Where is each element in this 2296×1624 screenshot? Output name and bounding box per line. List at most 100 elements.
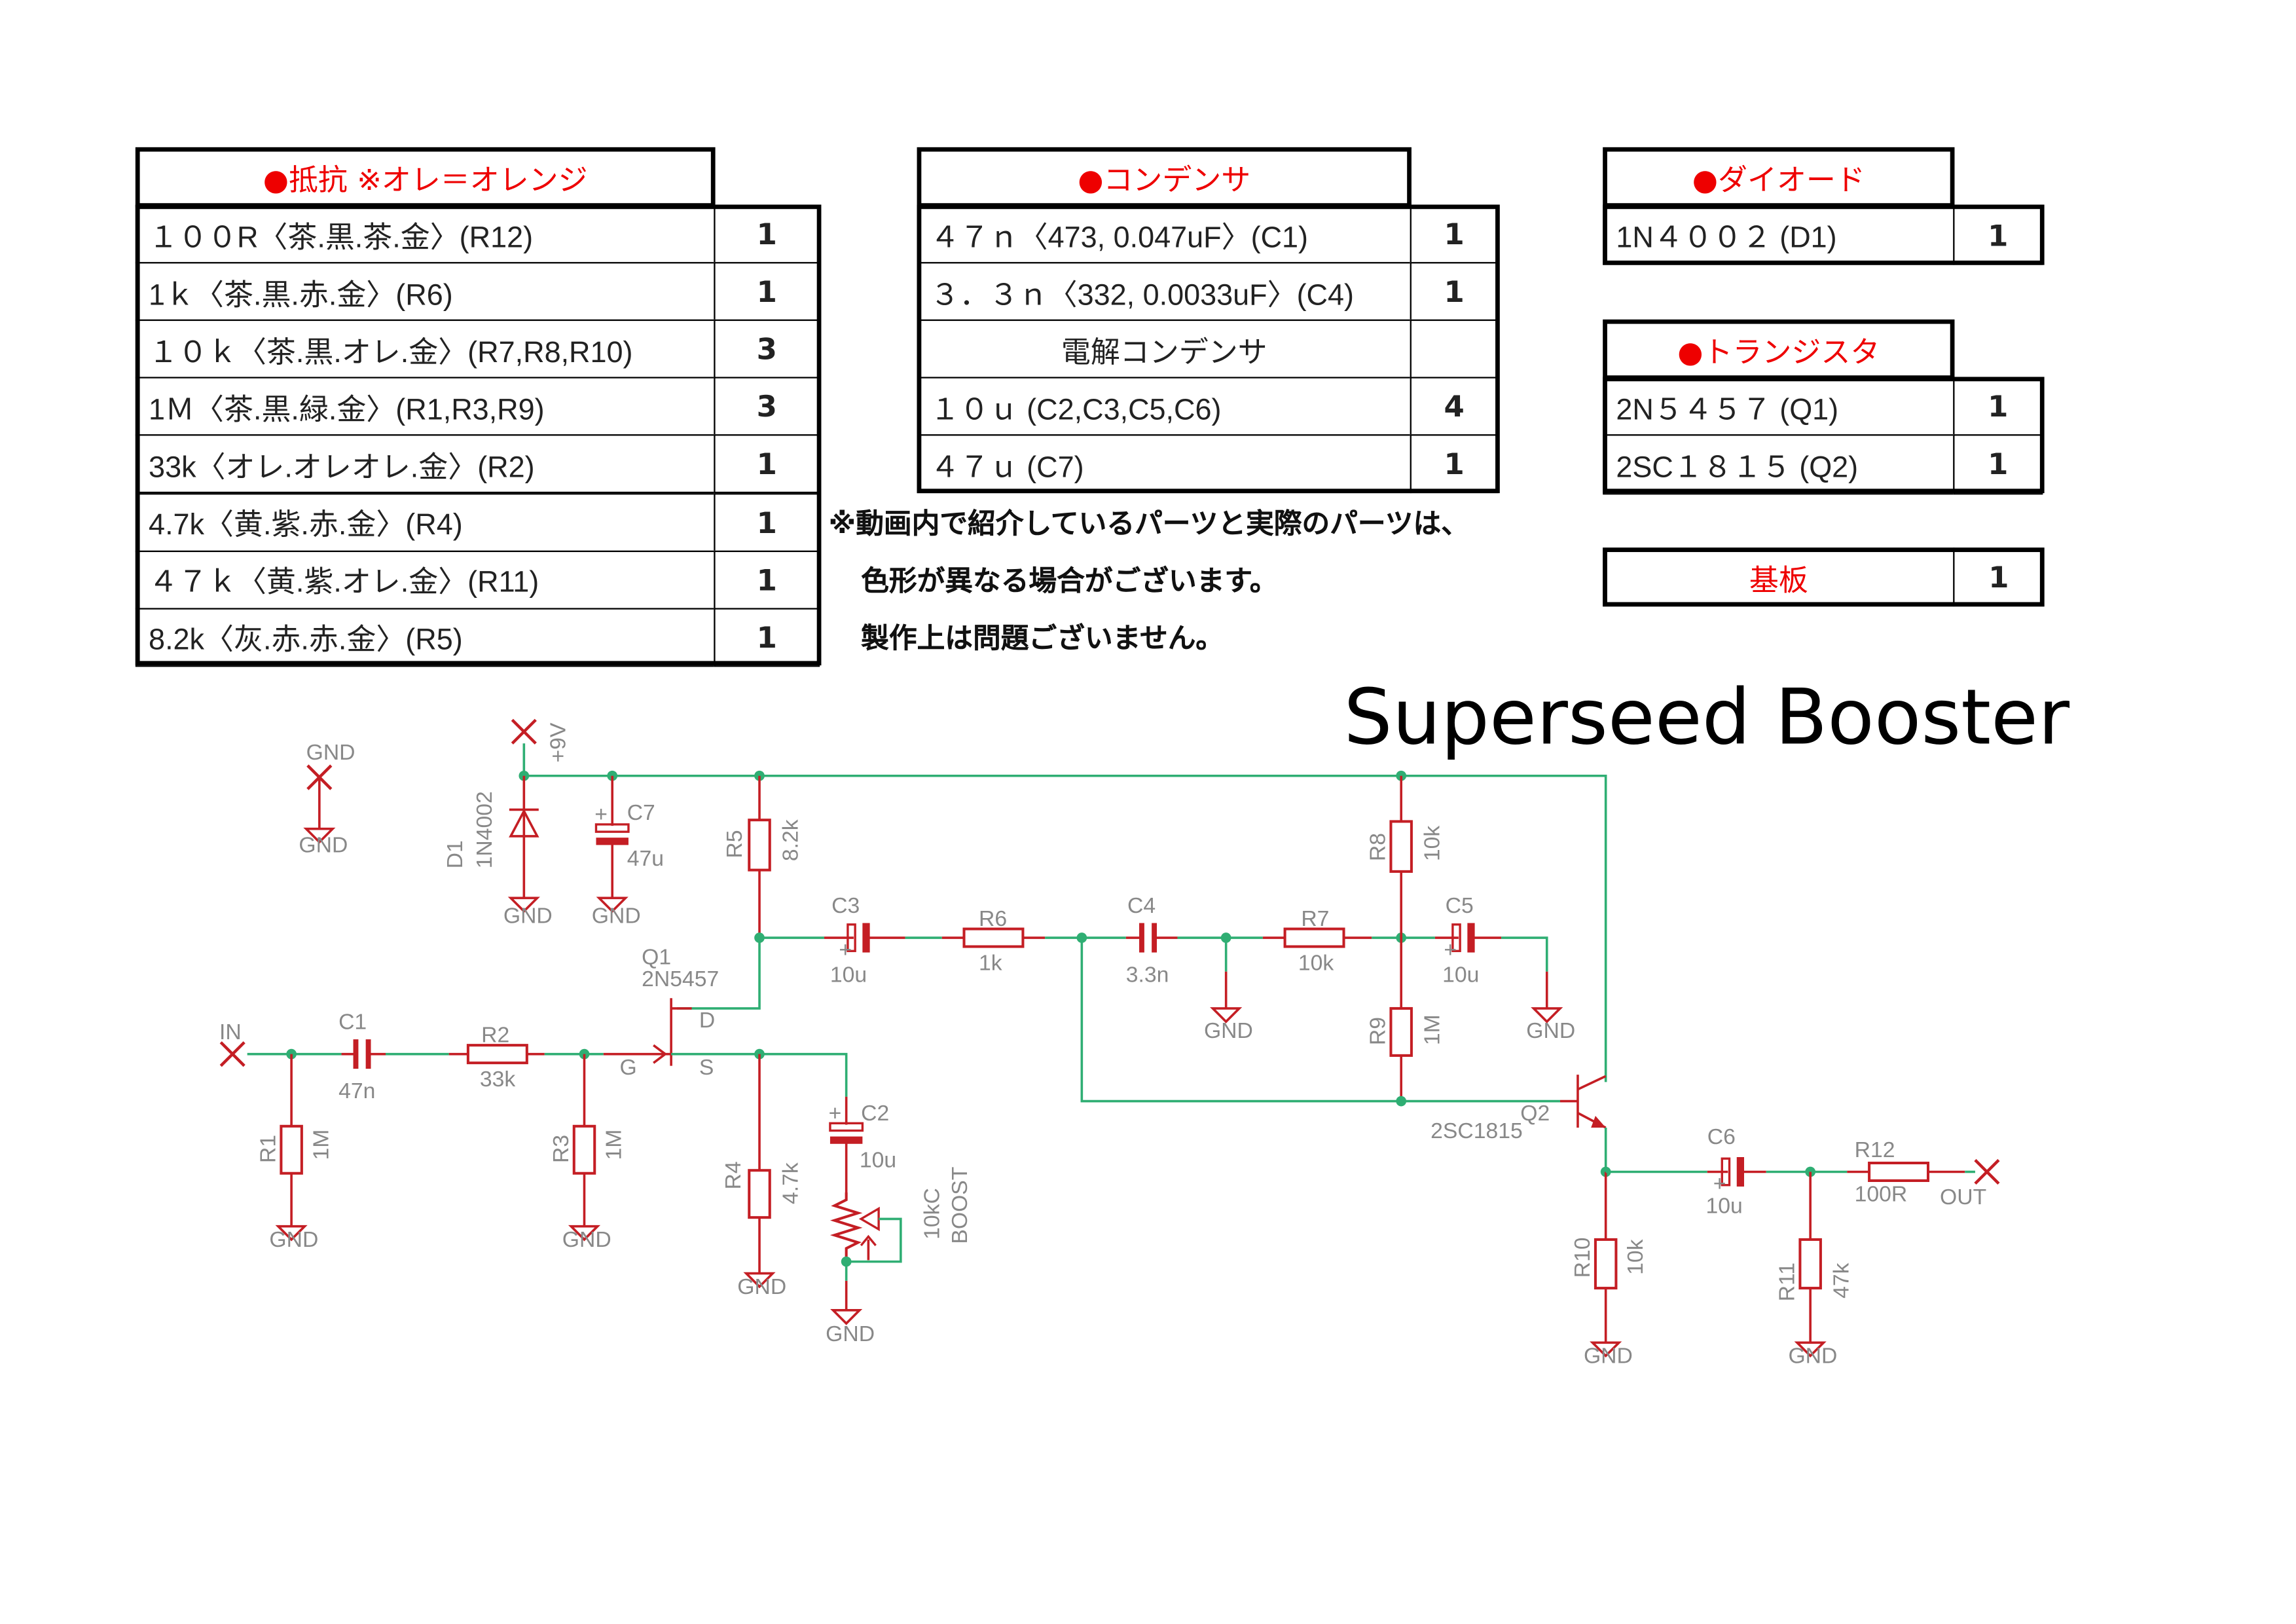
gnd-label: GND [562, 1227, 611, 1252]
c4-value: 3.3n [1126, 962, 1169, 987]
port-x-icon [219, 1041, 246, 1067]
cap-plate [1467, 923, 1475, 953]
q1-value: 2N5457 [642, 967, 719, 991]
resistors-row-qty: 3 [714, 320, 820, 379]
cap-plate [1721, 1157, 1731, 1187]
c6-name: C6 [1707, 1124, 1736, 1149]
wiper-arrow [858, 1206, 880, 1232]
r3-name: R3 [549, 1135, 574, 1163]
resistors-row-qty: 3 [714, 377, 820, 437]
capacitors-row-qty [1410, 320, 1499, 379]
wire [522, 743, 1607, 1082]
note-line-1: ※動画内で紹介しているパーツと実際のパーツは、 [828, 507, 1469, 541]
schematic-title: Superseed Booster [1343, 674, 2070, 763]
ground-icon [568, 1225, 601, 1242]
q2-name: Q2 [1520, 1101, 1550, 1126]
ground-icon [507, 896, 540, 913]
r5-value: 8.2k [778, 819, 803, 861]
wire [1080, 938, 1560, 1103]
transistors-row-qty: 1 [1953, 434, 2043, 494]
resistors-row-label: 8.2k〈灰.赤.赤.金〉(R5) [135, 607, 716, 667]
r1-name: R1 [255, 1135, 280, 1163]
resistors-row-label: 33k〈オレ.オレオレ.金〉(R2) [135, 435, 716, 494]
resistor-symbol [1798, 1238, 1822, 1290]
resistors-row-label: １０ｋ〈茶.黒.オレ.金〉(R7,R8,R10) [135, 320, 716, 379]
plus-sign: + [1713, 1172, 1726, 1196]
c2-value: 10u [860, 1148, 896, 1173]
c7-name: C7 [627, 800, 655, 825]
c5-name: C5 [1446, 893, 1474, 918]
ground-icon [743, 1272, 776, 1289]
r9-name: R9 [1365, 1017, 1390, 1045]
transistors-row-label: 2N５４５７ (Q1) [1603, 377, 1955, 437]
resistors-row-label: 1ｋ〈茶.黒.赤.金〉(R6) [135, 262, 716, 322]
gate-arrow [653, 1044, 668, 1064]
wire [671, 1052, 848, 1097]
gnd-label: GND [1204, 1018, 1253, 1043]
resistor-symbol [1389, 820, 1413, 873]
resistor-symbol [1594, 1238, 1618, 1290]
diode-symbol [509, 808, 539, 838]
pot-name: BOOST [947, 1167, 972, 1244]
emitter-arrow [1591, 1116, 1606, 1128]
gnd-label: GND [1788, 1344, 1837, 1369]
r4-value: 4.7k [778, 1162, 803, 1204]
r2-name: R2 [481, 1023, 509, 1048]
resistors-row-qty: 1 [714, 262, 820, 322]
c5-value: 10u [1442, 962, 1479, 987]
r10-value: 10k [1623, 1239, 1648, 1275]
ground-icon [830, 1309, 863, 1325]
ground-icon [1794, 1341, 1827, 1358]
resistor-symbol [748, 1169, 771, 1219]
cap-plate [594, 823, 630, 833]
gnd-label: GND [737, 1274, 786, 1299]
r9-value: 1M [1420, 1014, 1445, 1045]
r12-value: 100R [1855, 1181, 1908, 1206]
r7-value: 10k [1298, 950, 1334, 975]
q1-name: Q1 [642, 945, 671, 970]
c1-name: C1 [338, 1009, 367, 1034]
r8-value: 10k [1420, 826, 1445, 862]
in-label: IN [219, 1020, 242, 1044]
port-x-icon [511, 718, 537, 745]
note-line-2: 色形が異なる場合がございます。 [861, 565, 1278, 598]
potentiometer-symbol [829, 1192, 863, 1262]
ground-icon [303, 827, 336, 844]
ground-icon [1531, 1007, 1563, 1024]
resistors-row-label: ４７ｋ〈黄.紫.オレ.金〉(R11) [135, 549, 716, 610]
ground-icon [1210, 1007, 1243, 1024]
cap-plate [847, 923, 856, 952]
port-x-icon [1974, 1158, 2000, 1185]
capacitors-row-label: ３．３ｎ〈332, 0.0033uF〉(C4) [917, 262, 1412, 322]
ground-icon [275, 1225, 308, 1242]
c2-name: C2 [861, 1101, 889, 1126]
transistors-row-label: 2SC１８１５ (Q2) [1603, 434, 1955, 494]
resistor-symbol [466, 1044, 528, 1065]
capacitors-row-label: ４７ｎ〈473, 0.047uF〉(C1) [917, 204, 1412, 264]
gnd-label: GND [306, 740, 355, 765]
lead [1577, 1075, 1607, 1091]
plus-sign: + [829, 1101, 842, 1126]
resistor-header: ●抵抗 ※オレ＝オレンジ [135, 147, 716, 208]
r12-name: R12 [1855, 1137, 1895, 1162]
cap-plate [1152, 923, 1157, 953]
cap-plate [1139, 923, 1144, 953]
gnd-label: GND [1584, 1344, 1633, 1369]
diode-header: ●ダイオード [1603, 147, 1955, 208]
ground-icon [1590, 1341, 1622, 1358]
resistor-symbol [280, 1124, 303, 1175]
c3-value: 10u [830, 962, 867, 987]
cap-plate [365, 1039, 371, 1069]
capacitors-row-qty: 1 [1410, 262, 1499, 322]
r8-name: R8 [1365, 833, 1390, 861]
pin-s: S [699, 1055, 714, 1080]
r10-name: R10 [1570, 1237, 1595, 1278]
pot-value: 10kC [919, 1188, 944, 1240]
resistor-symbol [1868, 1161, 1930, 1182]
cap-plate [829, 1122, 864, 1132]
cap-plate [353, 1039, 359, 1069]
r2-value: 33k [480, 1067, 516, 1092]
r11-name: R11 [1774, 1263, 1799, 1301]
transistor-header: ●トランジスタ [1603, 319, 1955, 380]
